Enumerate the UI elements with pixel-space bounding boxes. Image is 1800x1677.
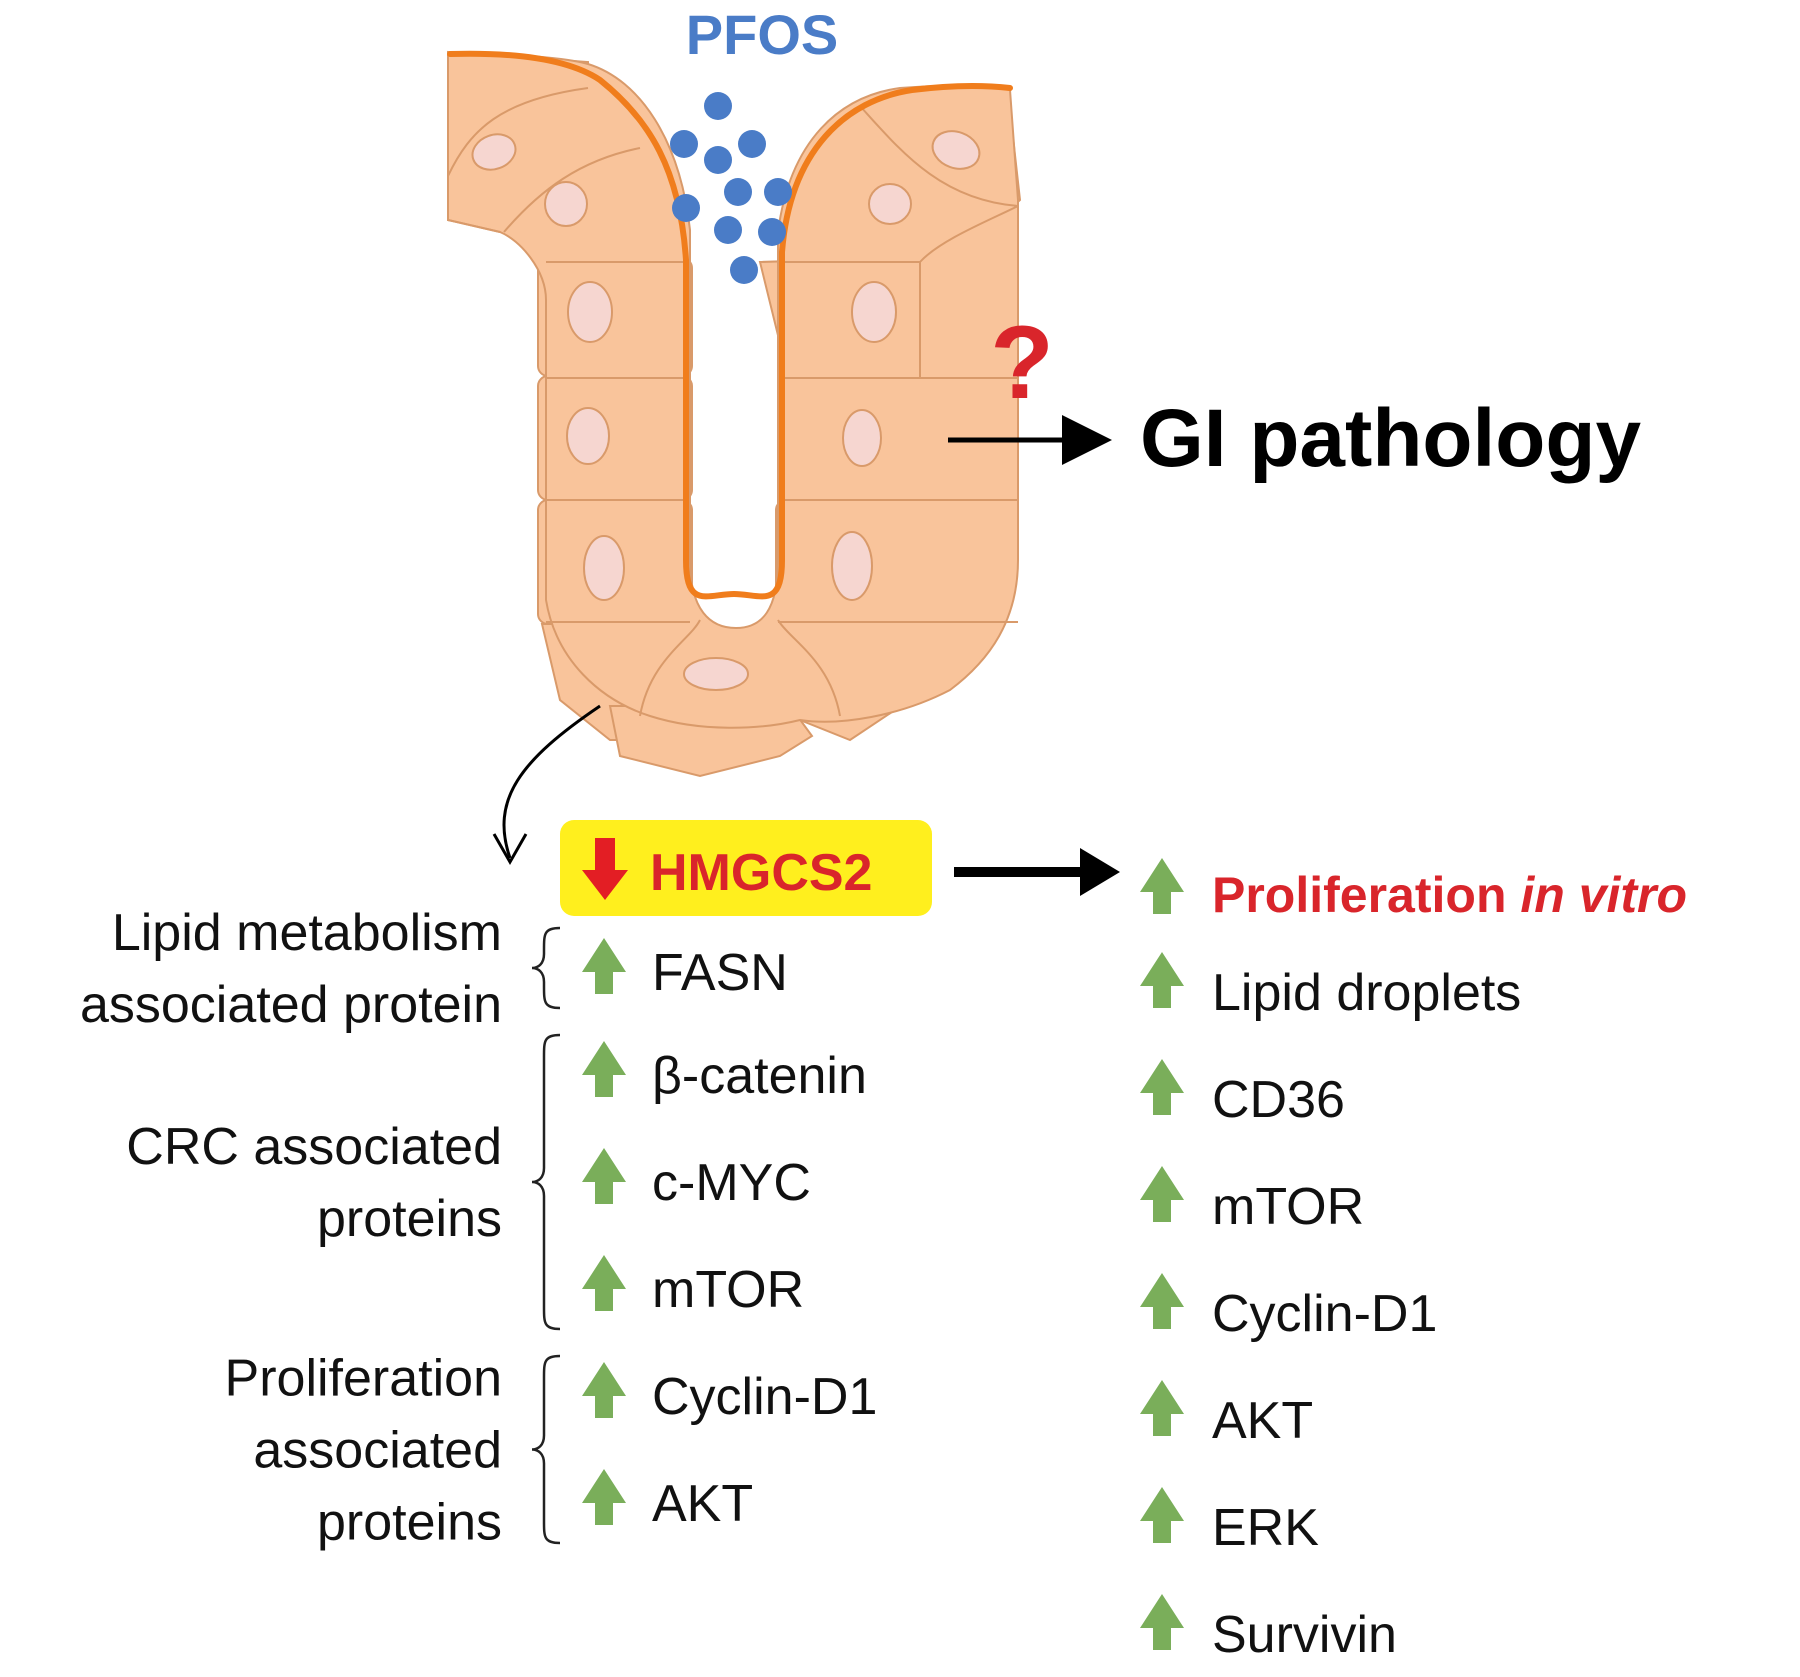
- right-protein-item: CD36: [1212, 1071, 1345, 1129]
- pfos-label: PFOS: [686, 3, 838, 66]
- right-protein-item: Cyclin-D1: [1212, 1285, 1437, 1343]
- group-label: proteins: [317, 1494, 502, 1552]
- pfos-particle: [758, 218, 786, 246]
- pfos-particle: [714, 216, 742, 244]
- group-brace: [531, 1354, 561, 1545]
- group-label: CRC associated: [126, 1118, 502, 1176]
- up-arrow-icon: [582, 1469, 626, 1525]
- up-arrow-icon: [582, 1362, 626, 1418]
- group-brace: [531, 1033, 561, 1331]
- group-brace: [531, 926, 561, 1010]
- proliferation-title: Proliferation in vitro: [1212, 867, 1687, 923]
- protein-item: AKT: [652, 1475, 753, 1533]
- up-arrow-icon: [1140, 1594, 1184, 1650]
- protein-item: c-MYC: [652, 1154, 811, 1212]
- pfos-particle: [672, 194, 700, 222]
- up-arrow-icon: [1140, 1380, 1184, 1436]
- proliferation-title-italic: in vitro: [1520, 867, 1687, 923]
- up-arrow-icon: [582, 1255, 626, 1311]
- protein-item: β-catenin: [652, 1047, 867, 1105]
- gi-pathology-label: GI pathology: [1140, 393, 1641, 484]
- crypt-body: [447, 52, 1019, 729]
- curved-arrow-head: [492, 833, 528, 866]
- up-arrow-icon: [582, 938, 626, 994]
- up-arrow-icon: [582, 1148, 626, 1204]
- curved-arrow-to-hmgcs2: [502, 704, 601, 859]
- cell-borders: [447, 87, 1019, 717]
- pfos-particles: [670, 92, 792, 284]
- luminal-border: [447, 50, 1013, 600]
- left-group: FASN Lipid metabolism associated protein: [80, 904, 788, 1034]
- down-arrow-icon: [582, 838, 628, 900]
- group-label: Proliferation: [225, 1350, 502, 1408]
- right-protein-item: Survivin: [1212, 1606, 1397, 1664]
- up-arrow-icon: [582, 1041, 626, 1097]
- group-label: associated: [253, 1422, 502, 1480]
- up-arrow-icon: [1140, 858, 1184, 914]
- pfos-particle: [764, 178, 792, 206]
- pfos-particle: [670, 130, 698, 158]
- up-arrow-icon: [1140, 952, 1184, 1008]
- group-label: associated protein: [80, 976, 502, 1034]
- group-label: proteins: [317, 1190, 502, 1248]
- hmgcs2-badge: HMGCS2: [560, 820, 932, 916]
- up-arrow-icon: [1140, 1059, 1184, 1115]
- hmgcs2-label: HMGCS2: [650, 844, 872, 902]
- pfos-particle: [724, 178, 752, 206]
- pfos-particle: [704, 146, 732, 174]
- right-protein-item: mTOR: [1212, 1178, 1364, 1236]
- up-arrow-icon: [1140, 1487, 1184, 1543]
- intestinal-crypt: [447, 50, 1022, 778]
- pfos-particle: [730, 256, 758, 284]
- right-protein-item: ERK: [1212, 1499, 1319, 1557]
- arrow-to-proliferation-head: [1080, 848, 1120, 896]
- right-protein-item: AKT: [1212, 1392, 1313, 1450]
- up-arrow-icon: [1140, 1273, 1184, 1329]
- protein-item: FASN: [652, 944, 788, 1002]
- question-mark: ?: [990, 305, 1054, 421]
- left-group: β-catenin c-MYC mTOR CRC associated proteins: [126, 1033, 867, 1331]
- pfos-particle: [704, 92, 732, 120]
- protein-item: Cyclin-D1: [652, 1368, 877, 1426]
- up-arrow-icon: [1140, 1166, 1184, 1222]
- protein-item: mTOR: [652, 1261, 804, 1319]
- right-protein-item: Lipid droplets: [1212, 964, 1521, 1022]
- cell-nuclei: [471, 130, 981, 691]
- pfos-particle: [738, 130, 766, 158]
- group-label: Lipid metabolism: [112, 904, 502, 962]
- proliferation-title-main: Proliferation: [1212, 867, 1520, 923]
